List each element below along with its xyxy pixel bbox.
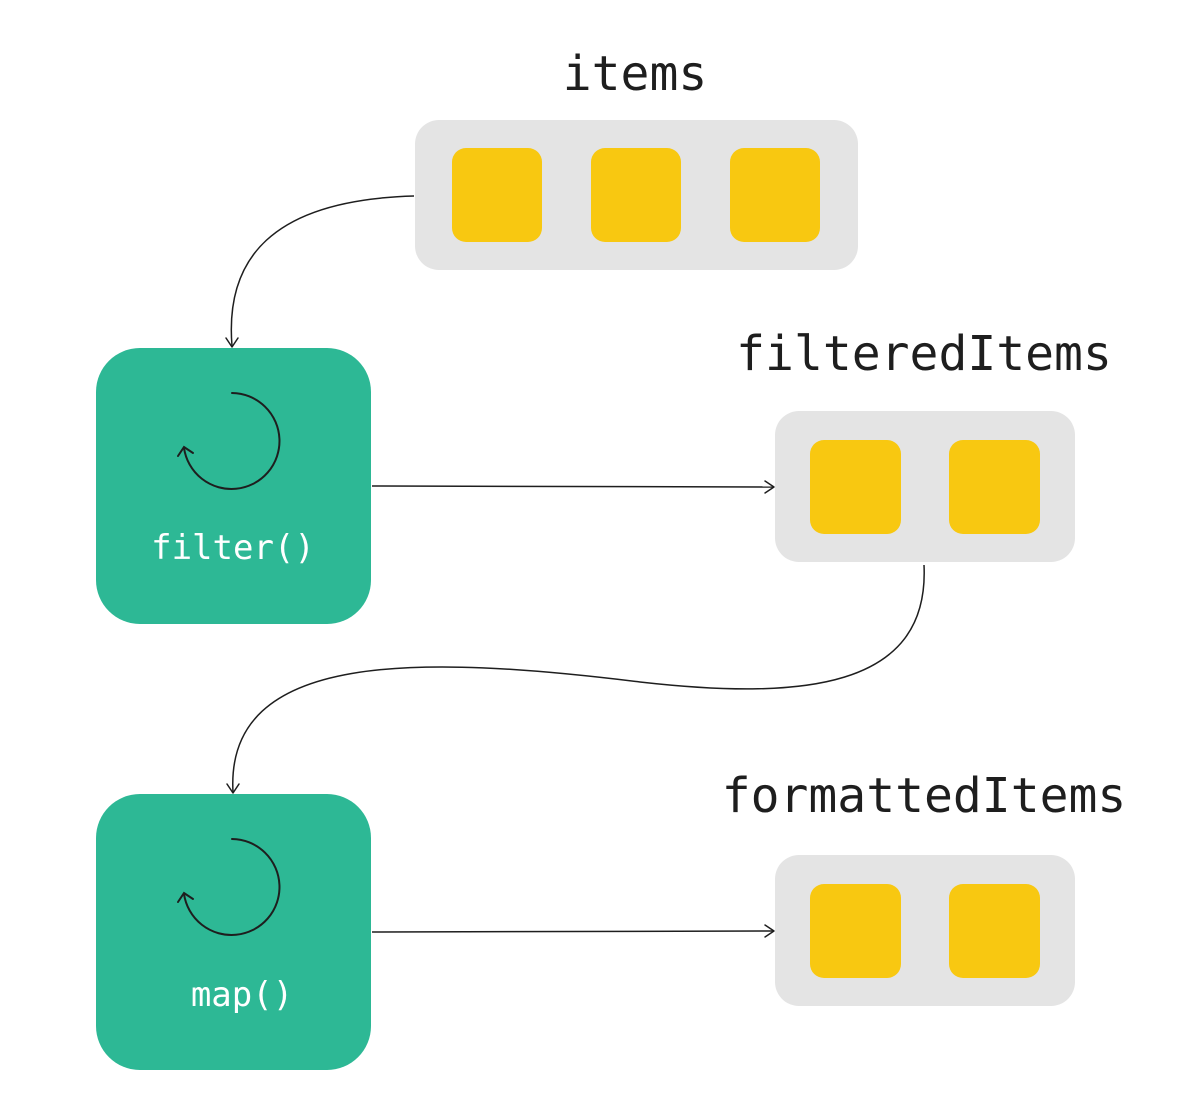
- edge-map-to-formatted-items: [371, 924, 775, 938]
- cycle-arrow-icon: [177, 392, 281, 490]
- filtered-items-label: filteredItems: [736, 326, 1112, 382]
- filtered-items-element-1: [810, 440, 901, 534]
- filter-box-background: [96, 348, 371, 624]
- edge-filter-to-filtered-items: [371, 480, 775, 494]
- edge-items-to-filter: [225, 195, 415, 348]
- formatted-items-element-1: [810, 884, 901, 978]
- formatted-items-element-2: [949, 884, 1040, 978]
- items-label: items: [563, 46, 708, 102]
- map-function-box: map(): [96, 794, 371, 1070]
- map-function-label: map(): [191, 975, 293, 1015]
- items-element-3: [730, 148, 820, 242]
- filtered-items-element-2: [949, 440, 1040, 534]
- map-box-background: [96, 794, 371, 1070]
- filtered-items-array: [775, 411, 1075, 562]
- filter-function-box: filter(): [96, 348, 371, 624]
- formatted-items-label: formattedItems: [722, 768, 1127, 824]
- items-element-1: [452, 148, 542, 242]
- formatted-items-array: [775, 855, 1075, 1006]
- edge-filtered-items-to-map: [226, 564, 925, 794]
- items-array: [415, 120, 858, 270]
- items-element-2: [591, 148, 681, 242]
- cycle-arrow-icon: [177, 838, 281, 936]
- filter-function-label: filter(): [151, 528, 315, 568]
